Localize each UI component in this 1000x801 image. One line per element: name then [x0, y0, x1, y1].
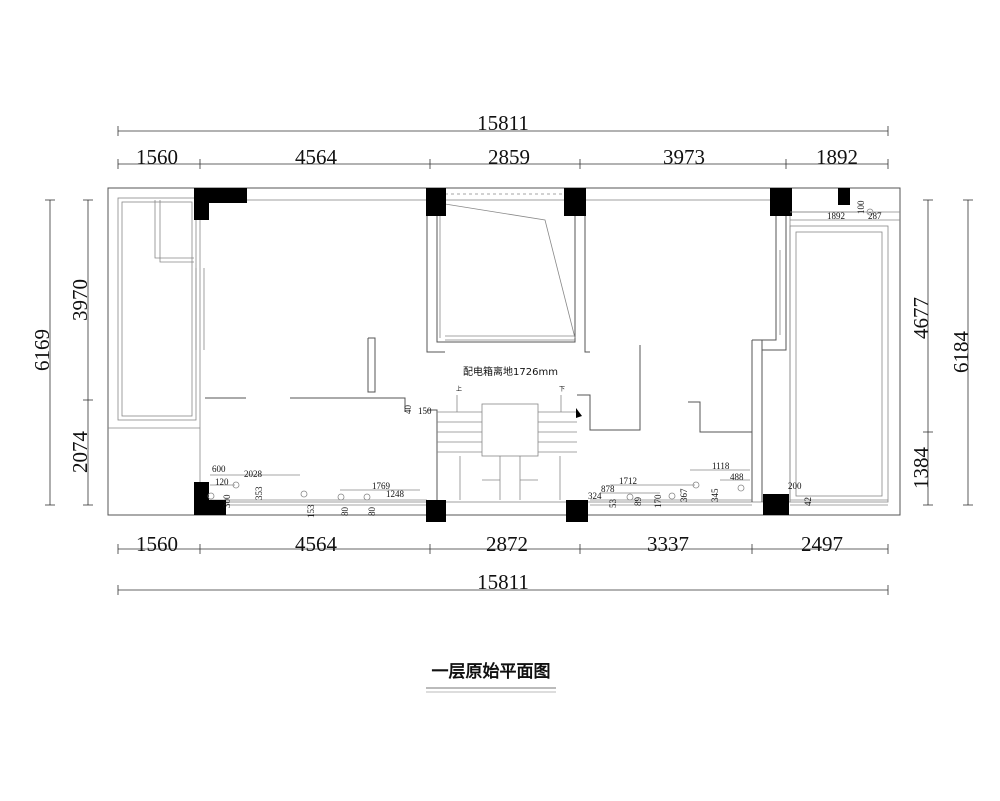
sdim-53: 53 [608, 499, 618, 509]
stair-up-label: 上 [456, 385, 462, 393]
sdim-2028: 2028 [244, 469, 263, 479]
dim-top-seg-4: 3973 [663, 145, 705, 169]
sdim-1892: 1892 [827, 211, 845, 221]
sdim-488: 488 [730, 472, 744, 482]
dim-top-seg-1: 1560 [136, 145, 178, 169]
sdim-89: 89 [633, 497, 643, 507]
electrical-box-note: 配电箱离地1726mm [463, 365, 558, 378]
sdim-1769: 1769 [372, 481, 391, 491]
dim-bottom-seg-2: 4564 [295, 532, 338, 556]
dim-bottom-seg-5: 2497 [801, 532, 843, 556]
dim-bottom-seg-1: 1560 [136, 532, 178, 556]
sdim-1248: 1248 [386, 489, 405, 499]
dimension-lines [45, 126, 973, 595]
dim-right-total: 6184 [949, 331, 973, 374]
sdim-153: 153 [306, 504, 316, 518]
sdim-200: 200 [788, 481, 802, 491]
sdim-287: 287 [868, 211, 882, 221]
sdim-1118: 1118 [712, 461, 730, 471]
dim-right-lower: 1384 [909, 447, 933, 490]
sdim-345: 345 [710, 488, 720, 502]
drawing-title: 一层原始平面图 [432, 661, 551, 682]
dim-right-upper: 4677 [909, 297, 933, 339]
sdim-353: 353 [254, 486, 264, 500]
stair-down-label: 下 [559, 386, 565, 393]
dim-left-upper: 3970 [68, 279, 92, 321]
dim-top-total: 15811 [477, 111, 529, 135]
dim-left-total: 6169 [30, 329, 54, 371]
sdim-367: 367 [679, 488, 689, 502]
sdim-170: 170 [653, 494, 663, 508]
sdim-1712: 1712 [619, 476, 637, 486]
sdim-878: 878 [601, 484, 615, 494]
walls [107, 187, 901, 516]
columns [194, 188, 850, 522]
dim-left-lower: 2074 [68, 431, 92, 474]
sdim-150: 150 [418, 406, 432, 416]
sdim-120: 120 [215, 477, 229, 487]
dim-bottom-seg-3: 2872 [486, 532, 528, 556]
sdim-80-a: 80 [340, 507, 350, 517]
fixture-dimensions [207, 208, 874, 501]
sdim-42: 42 [803, 497, 813, 506]
sdim-100: 100 [856, 200, 866, 214]
sdim-600: 600 [212, 464, 226, 474]
dim-top-seg-2: 4564 [295, 145, 338, 169]
sdim-40: 40 [403, 405, 413, 415]
sdim-324: 324 [588, 491, 602, 501]
dim-top-seg-3: 2859 [488, 145, 530, 169]
dim-top-seg-5: 1892 [816, 145, 858, 169]
dim-bottom-seg-4: 3337 [647, 532, 689, 556]
sdim-80-b: 80 [367, 507, 377, 517]
sdim-300: 300 [222, 494, 232, 508]
dim-bottom-total: 15811 [477, 570, 529, 594]
